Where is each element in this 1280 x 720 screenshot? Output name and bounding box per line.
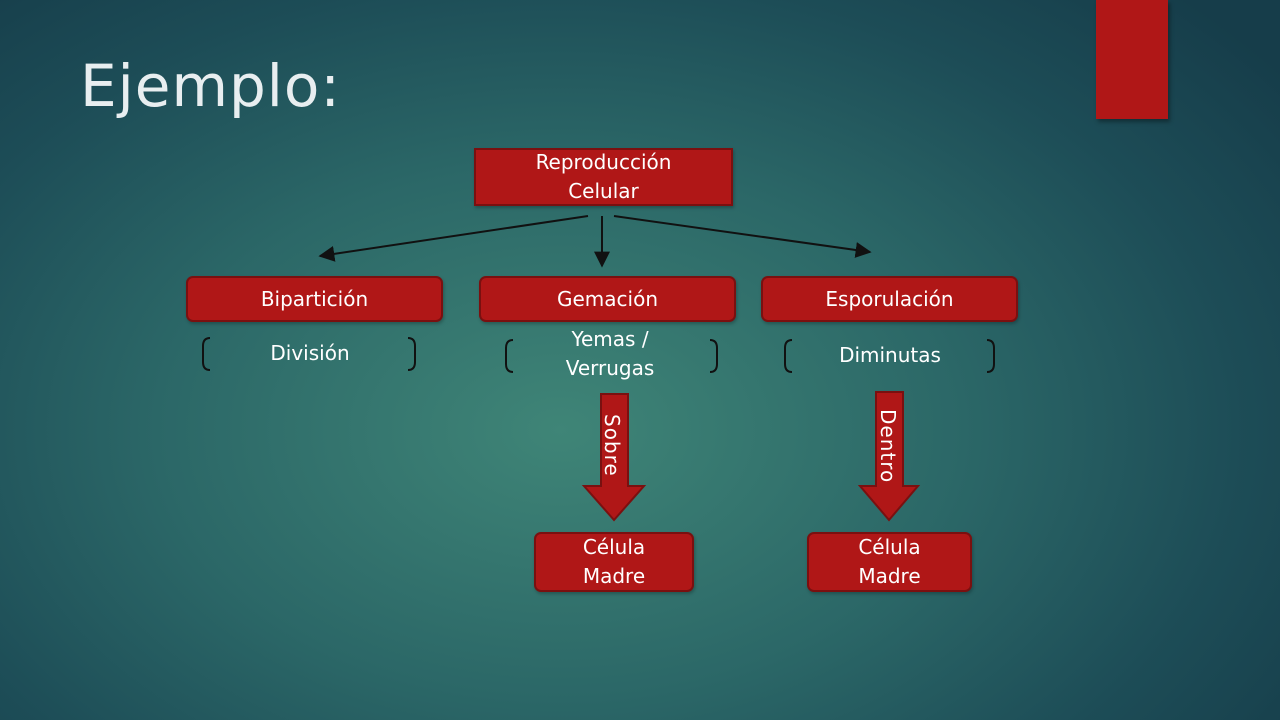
arrow-to-esporulacion	[613, 215, 872, 258]
description-yemas: Yemas / Verrugas	[565, 327, 655, 380]
block-arrow-dentro	[857, 391, 921, 522]
result-celula-madre-1-box: Célula Madre	[534, 532, 694, 592]
process-esporulacion-box: Esporulación	[761, 276, 1018, 322]
result-celula-madre-2-label: Célula Madre	[858, 535, 921, 588]
root-node-box: Reproducción Celular	[474, 148, 733, 206]
process-esporulacion-label: Esporulación	[825, 286, 954, 311]
description-diminutas: Diminutas	[839, 343, 941, 367]
bracket-division	[202, 337, 416, 371]
result-celula-madre-2-box: Célula Madre	[807, 532, 972, 592]
arrow-label-sobre: Sobre	[600, 414, 624, 477]
arrow-to-biparticion	[318, 215, 589, 262]
arrow-label-dentro: Dentro	[876, 409, 900, 484]
accent-bar	[1096, 0, 1168, 119]
root-node-label: Reproducción Celular	[535, 150, 672, 203]
block-arrow-sobre	[581, 393, 647, 522]
slide-title: Ejemplo:	[80, 52, 341, 120]
process-gemacion-label: Gemación	[556, 286, 658, 311]
process-gemacion-box: Gemación	[479, 276, 736, 322]
bracket-yemas	[505, 339, 718, 373]
result-celula-madre-1-label: Célula Madre	[582, 535, 646, 588]
process-biparticion-box: Bipartición	[186, 276, 443, 322]
process-biparticion-label: Bipartición	[260, 286, 369, 311]
description-division: División	[270, 341, 350, 365]
bracket-diminutas	[784, 339, 995, 373]
